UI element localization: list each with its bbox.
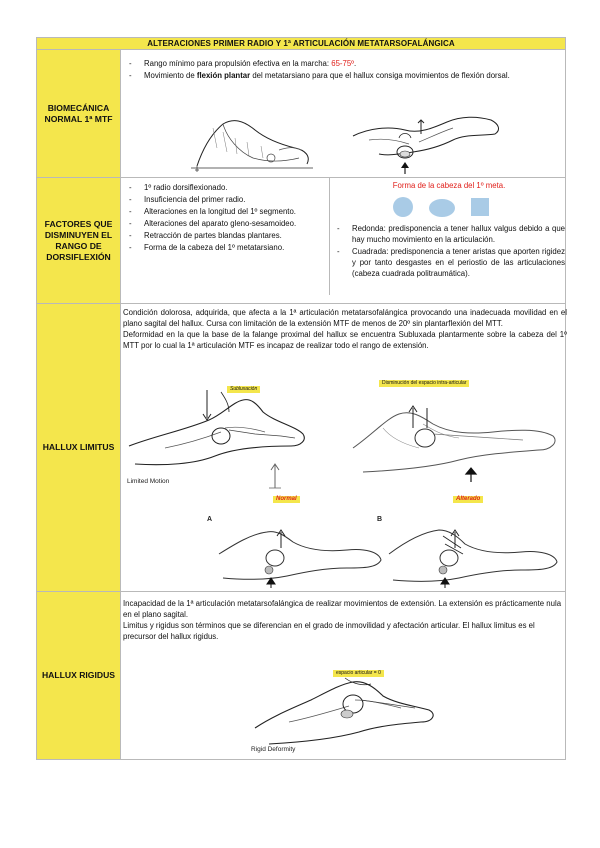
- row-factores: FACTORES QUE DISMINUYEN EL RANGO DE DORS…: [36, 178, 566, 304]
- figure-space-reduction: Disminución del espacio intra-articular: [343, 378, 563, 490]
- biomecanica-list: Rango mínimo para propulsión efectiva en…: [125, 58, 555, 82]
- list-item: Retracción de partes blandas plantares.: [125, 230, 321, 241]
- square-head-shape: [471, 198, 489, 216]
- rigidus-description: Incapacidad de la 1ª articulación metata…: [123, 598, 567, 642]
- row-biomecanica: BIOMECÁNICA NORMAL 1ª MTF Rango mínimo p…: [36, 50, 566, 178]
- list-item: Forma de la cabeza del 1º metatarsiano.: [125, 242, 321, 253]
- factores-right-panel: Forma de la cabeza del 1º meta. Redonda:…: [333, 180, 565, 280]
- space-zero-label: espacio articular = 0: [333, 670, 384, 677]
- factores-left-list: 1º radio dorsiflexionado. Insuficiencia …: [125, 182, 321, 254]
- head-shape-title: Forma de la cabeza del 1º meta.: [392, 181, 506, 190]
- content-hallux-limitus: Condición dolorosa, adquirida, que afect…: [121, 304, 567, 591]
- rigidus-paragraph-1: Incapacidad de la 1ª articulación metata…: [123, 599, 562, 619]
- label-hallux-limitus: HALLUX LIMITUS: [37, 304, 121, 591]
- list-item: 1º radio dorsiflexionado.: [125, 182, 321, 193]
- foot-propulsion-drawing: [352, 116, 499, 174]
- figure-a-label: A: [207, 516, 213, 523]
- limited-motion-caption: Limited Motion: [127, 478, 170, 485]
- range-value: 65-75º: [331, 59, 355, 68]
- factores-right-list: Redonda: predisponencia a tener hallux v…: [333, 223, 565, 279]
- rigidus-paragraph-2: Limitus y rigidus son términos que se di…: [123, 621, 535, 641]
- altered-label: Alterado: [453, 496, 484, 503]
- figure-limited-motion: Subluxación Limited Motion: [125, 378, 309, 494]
- figure-b-label: B: [377, 516, 383, 523]
- foot-normal-drawing: [191, 120, 313, 172]
- figure-normal: Normal A: [207, 496, 387, 588]
- rigid-deformity-caption: Rigid Deformity: [251, 746, 296, 753]
- figure-rigid-deformity: espacio articular = 0 Rigid Deformity: [249, 664, 439, 758]
- subluxation-label: Subluxación: [227, 386, 261, 393]
- limitus-description: Condición dolorosa, adquirida, que afect…: [123, 307, 567, 351]
- row-hallux-rigidus: HALLUX RIGIDUS Incapacidad de la 1ª arti…: [36, 592, 566, 760]
- limitus-paragraph-1: Condición dolorosa, adquirida, que afect…: [123, 308, 567, 328]
- page-title: ALTERACIONES PRIMER RADIO Y 1ª ARTICULAC…: [36, 37, 566, 50]
- list-item: Insuficiencia del primer radio.: [125, 194, 321, 205]
- list-item: Alteraciones del aparato gleno-sesamoide…: [125, 218, 321, 229]
- round-head-shape: [393, 197, 413, 217]
- normal-label: Normal: [273, 496, 300, 503]
- content-factores: 1º radio dorsiflexionado. Insuficiencia …: [121, 178, 565, 303]
- row-hallux-limitus: HALLUX LIMITUS Condición dolorosa, adqui…: [36, 304, 567, 592]
- factores-divider: [329, 178, 330, 295]
- label-biomecanica: BIOMECÁNICA NORMAL 1ª MTF: [37, 50, 121, 177]
- content-hallux-rigidus: Incapacidad de la 1ª articulación metata…: [121, 592, 565, 759]
- limitus-paragraph-2: Deformidad en la que la base de la falan…: [123, 330, 567, 350]
- oval-head-shape: [429, 199, 455, 217]
- figure-altered: Alterado B: [375, 496, 565, 588]
- space-reduction-label: Disminución del espacio intra-articular: [379, 380, 470, 387]
- head-shapes: [333, 191, 565, 219]
- list-item: Alteraciones en la longitud del 1º segme…: [125, 206, 321, 217]
- content-biomecanica: Rango mínimo para propulsión efectiva en…: [121, 50, 565, 177]
- label-factores: FACTORES QUE DISMINUYEN EL RANGO DE DORS…: [37, 178, 121, 303]
- list-item: Redonda: predisponencia a tener hallux v…: [333, 223, 565, 245]
- label-hallux-rigidus: HALLUX RIGIDUS: [37, 592, 121, 759]
- list-item: Movimiento de flexión plantar del metata…: [125, 70, 555, 81]
- list-item: Cuadrada: predisponencia a tener aristas…: [333, 246, 565, 279]
- list-item: Rango mínimo para propulsión efectiva en…: [125, 58, 555, 69]
